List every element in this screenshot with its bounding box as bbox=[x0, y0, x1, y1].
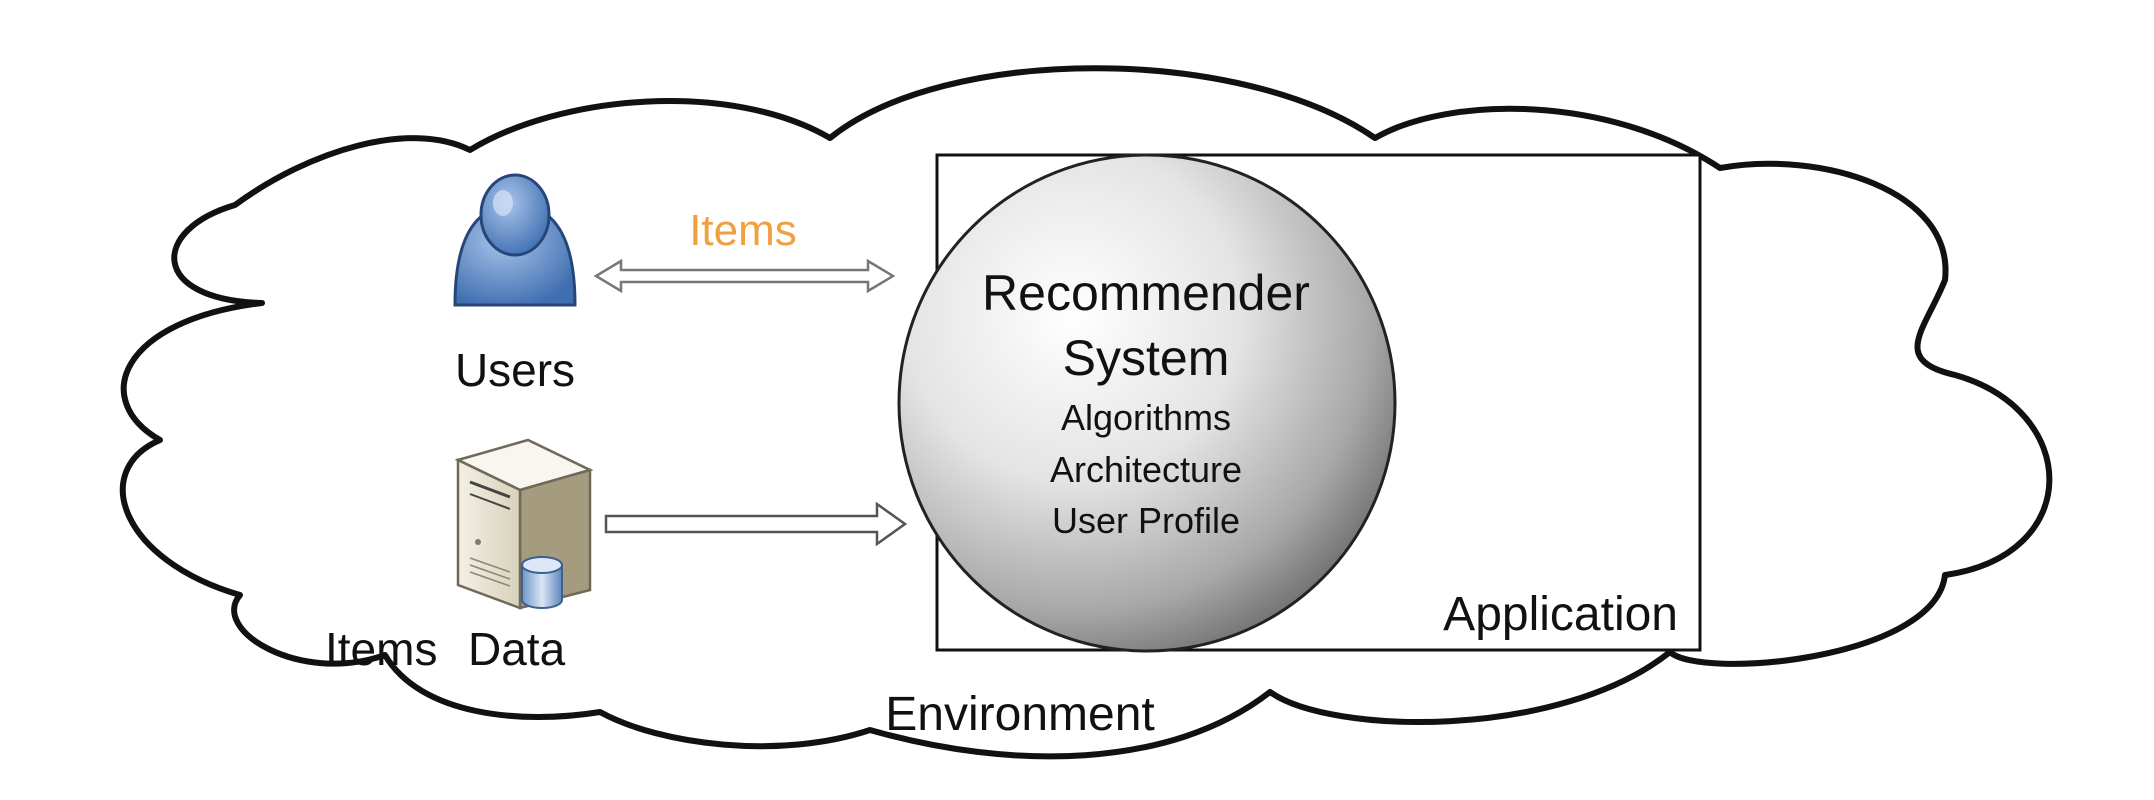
items-label: Items bbox=[325, 623, 437, 675]
system-title-line-1: Recommender bbox=[982, 265, 1310, 321]
users-label: Users bbox=[455, 344, 575, 396]
data-label: Data bbox=[468, 623, 566, 675]
system-item-architecture: Architecture bbox=[1050, 449, 1242, 490]
data-input-arrow bbox=[604, 501, 908, 547]
items-exchange-arrow bbox=[593, 258, 896, 294]
items-flow-label: Items bbox=[689, 206, 797, 255]
environment-label: Environment bbox=[885, 688, 1154, 741]
user-person-icon bbox=[453, 173, 577, 307]
server-database-icon bbox=[454, 438, 594, 610]
system-item-user-profile: User Profile bbox=[1052, 500, 1240, 541]
system-title-line-2: System bbox=[1063, 330, 1230, 386]
application-label: Application bbox=[1443, 588, 1678, 641]
system-item-algorithms: Algorithms bbox=[1061, 397, 1231, 438]
recommender-system-sphere bbox=[897, 153, 1397, 653]
